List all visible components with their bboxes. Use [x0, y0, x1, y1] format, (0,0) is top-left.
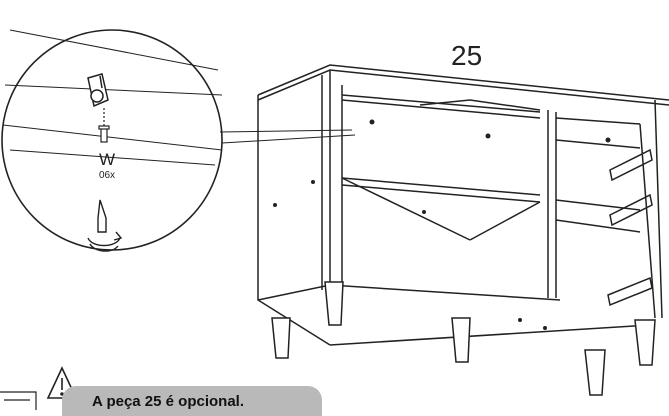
- part-letter: W: [98, 150, 116, 169]
- screw-icon: [98, 108, 110, 143]
- screwdriver-rotate-icon: [87, 199, 123, 252]
- note-text: A peça 25 é opcional.: [92, 393, 244, 410]
- corner-page-icon: [0, 391, 37, 410]
- cabinet-holes: [273, 119, 611, 330]
- cabinet-legs: [271, 281, 656, 396]
- step-number: 25: [451, 40, 483, 71]
- detail-zoom-circle: [1, 29, 356, 251]
- cabinet-body: [257, 64, 669, 346]
- part-quantity: 06x: [98, 170, 116, 181]
- bracket-icon: [87, 73, 109, 108]
